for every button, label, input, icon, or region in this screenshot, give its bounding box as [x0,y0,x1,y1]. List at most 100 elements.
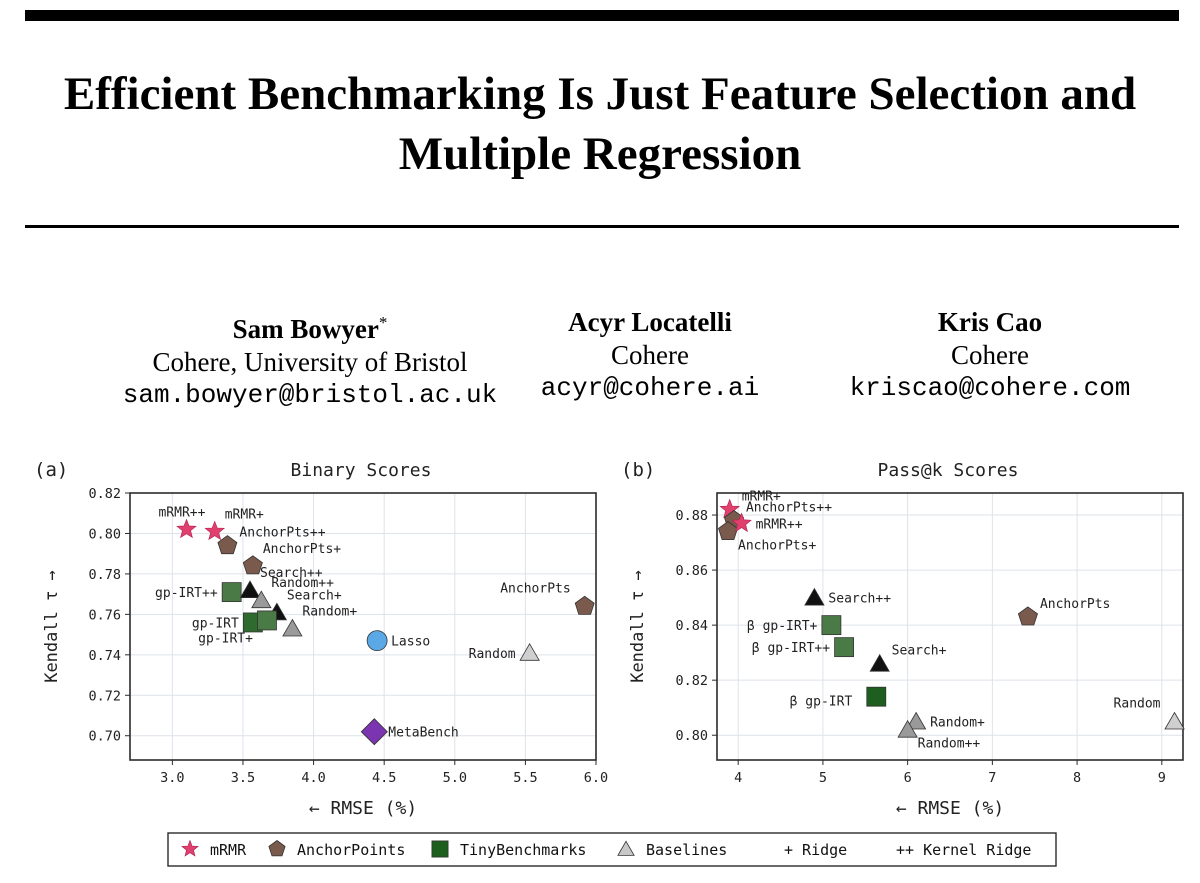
point-label: Random [469,647,516,662]
x-tick-label: 4.5 [372,770,396,786]
point-label: Search+ [287,588,342,603]
panel-label: (b) [621,459,655,481]
x-tick-label: 3.5 [231,770,255,786]
point-random [905,711,927,730]
author-email[interactable]: acyr@cohere.ai [540,373,760,403]
legend-label: mRMR [210,841,247,859]
y-tick-label: 0.88 [675,508,708,524]
point--gp-irt [821,615,842,636]
y-axis-label: Kendall τ → [628,570,648,683]
title-bottom-rule [25,225,1179,228]
legend-label: + Ridge [784,841,847,859]
point-label: Random [1114,696,1161,711]
point-label: β gp-IRT [790,695,853,710]
x-axis-label: ← RMSE (%) [896,798,1004,819]
point-label: AnchorPts+ [738,539,816,554]
y-tick-label: 0.84 [675,618,708,634]
x-tick-label: 7 [988,770,996,786]
point-mrmr [204,520,225,541]
y-tick-label: 0.80 [88,526,121,542]
point-search [239,580,261,599]
author-block-3: Kris Cao Cohere kriscao@cohere.com [820,306,1160,405]
legend-label: TinyBenchmarks [460,841,586,859]
x-tick-label: 6 [904,770,912,786]
point-random [897,719,918,738]
point-label: Lasso [391,635,430,650]
x-tick-label: 5.0 [443,770,467,786]
legend-label: AnchorPoints [297,841,405,859]
point-anchorpts [242,555,263,575]
author-block-2: Acyr Locatelli Cohere acyr@cohere.ai [520,306,780,405]
author-footnote-mark: * [378,313,388,332]
point-label: mRMR++ [756,517,803,532]
y-tick-label: 0.72 [88,688,121,704]
point-label: AnchorPts [500,581,570,596]
point-anchorpts [718,521,738,540]
top-rule [25,10,1179,21]
y-tick-label: 0.82 [675,673,708,689]
point-label: gp-IRT++ [155,586,218,601]
point-label: Random+ [930,715,985,730]
point-label: mRMR+ [225,507,264,522]
legend-marker-square [431,840,449,858]
x-tick-label: 8 [1073,770,1081,786]
point-search [869,653,890,672]
point-label: gp-IRT+ [198,631,253,646]
chart-title: Binary Scores [291,460,432,481]
y-tick-label: 0.80 [675,728,708,744]
x-tick-label: 4.0 [301,770,325,786]
point-label: mRMR++ [158,505,205,520]
point-label: AnchorPts [1040,597,1110,612]
point--gp-irt [834,637,854,658]
point-anchorpts [1017,606,1038,626]
author-name-line: Sam Bowyer* [80,306,540,346]
legend-label: ++ Kernel Ridge [896,841,1031,859]
point-label: AnchorPts++ [746,501,832,516]
point-label: Random++ [918,737,981,752]
point-label: Search+ [892,644,947,659]
point-label: MetaBench [388,726,458,741]
x-axis-label: ← RMSE (%) [309,798,417,819]
plot-frame [129,492,597,761]
x-tick-label: 4 [734,770,742,786]
paper-title-line-2: Multiple Regression [398,128,802,180]
paper-title-line-1: Efficient Benchmarking Is Just Feature S… [63,68,1137,120]
legend-box [167,832,1057,867]
x-tick-label: 9 [1158,770,1166,786]
author-name: Sam Bowyer [232,314,379,344]
point-search [804,587,825,606]
author-affiliation: Cohere, University of Bristol [152,347,468,377]
plot-background [130,493,596,760]
point-label: β gp-IRT++ [752,641,830,656]
author-affiliation: Cohere [951,340,1029,370]
y-tick-label: 0.86 [675,563,708,579]
point-label: Random++ [271,576,334,591]
point-random [251,590,272,609]
y-tick-label: 0.70 [88,729,121,745]
x-tick-label: 5.5 [513,770,537,786]
point-mrmr [731,512,752,533]
point-random [282,618,303,637]
author-email[interactable]: sam.bowyer@bristol.ac.uk [122,380,498,410]
point-label: Search++ [828,592,891,607]
point-label: AnchorPts+ [263,542,341,557]
y-tick-label: 0.74 [88,648,121,664]
legend-marker-pentagon [268,840,286,857]
y-tick-label: 0.82 [88,486,121,502]
point-lasso [366,630,388,652]
point-label: mRMR+ [742,490,781,505]
point-label: Random+ [302,605,357,620]
legend-marker-triangle [617,840,635,856]
author-affiliation: Cohere [611,340,689,370]
point-label: AnchorPts++ [239,526,325,541]
plot-frame [716,492,1184,761]
chart-title: Pass@k Scores [878,460,1019,481]
point-gp-irt [257,610,277,631]
x-tick-label: 6.0 [584,770,608,786]
author-email[interactable]: kriscao@cohere.com [849,373,1131,403]
legend-label: Baselines [646,841,727,859]
y-tick-label: 0.76 [88,607,121,623]
